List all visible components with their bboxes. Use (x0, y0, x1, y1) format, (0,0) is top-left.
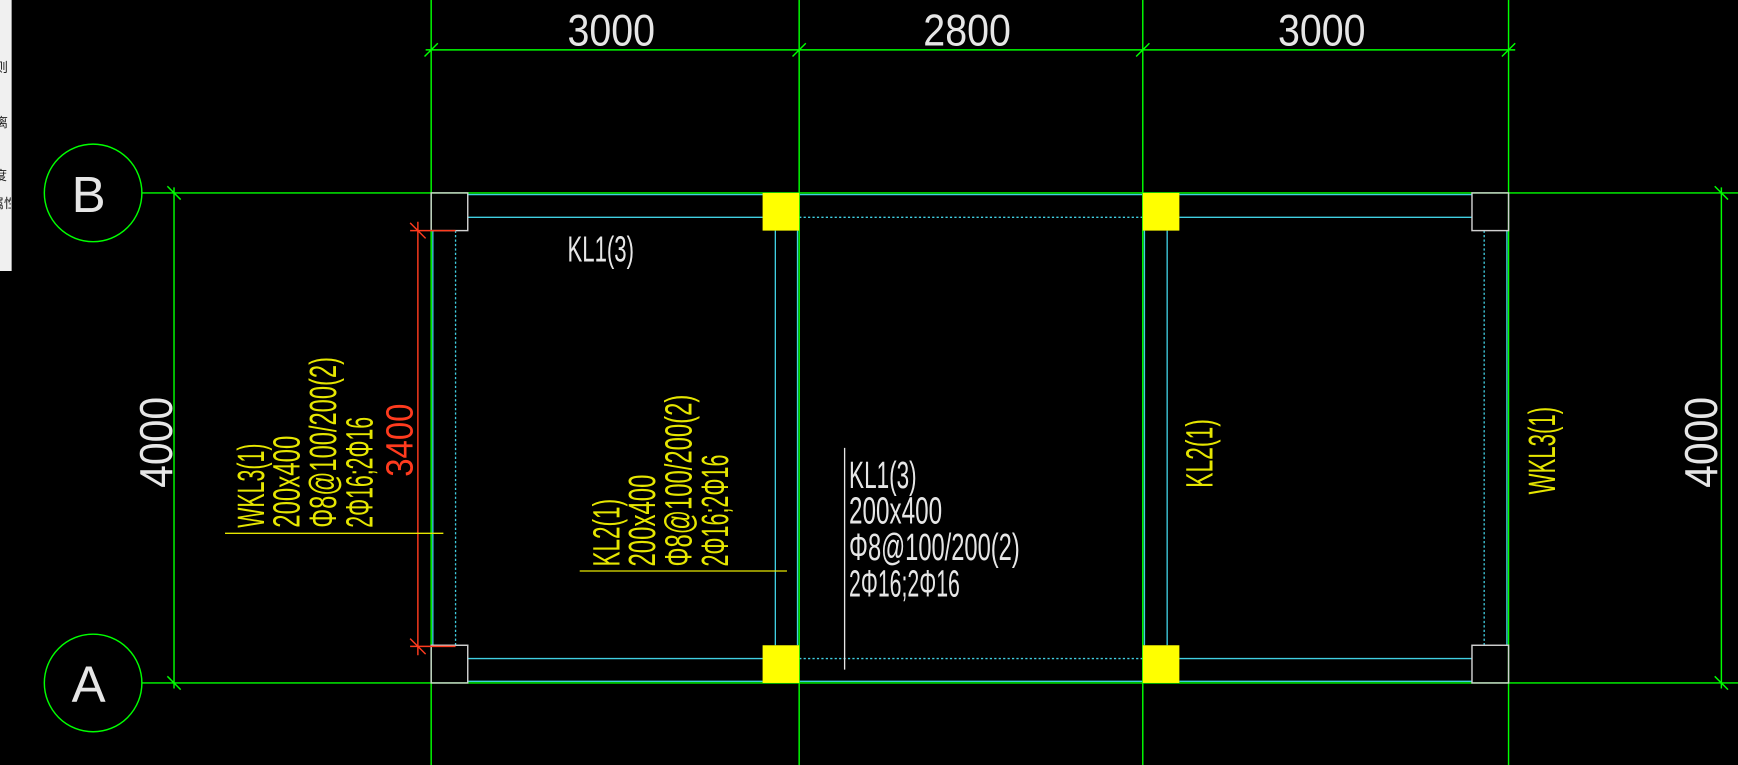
dimension-text-right: 4000 (1675, 397, 1727, 488)
axis-bubble-b (43, 143, 143, 243)
dimension-tick (424, 42, 439, 58)
dimension-tick (792, 42, 807, 58)
dimension-text-left: 4000 (130, 397, 182, 488)
panel-label: 度 (0, 170, 7, 184)
annotation-bars: 2Φ16;2Φ16 (694, 455, 736, 567)
beam-wkl3-left[interactable] (432, 230, 457, 646)
annotation-bars: 2Φ16;2Φ16 (849, 562, 960, 604)
annotation-section: 200x400 (621, 475, 663, 567)
axis-label-a: A (72, 656, 106, 713)
annotation-kl1: KL1(3) 200x400 Φ8@100/200(2) 2Φ16;2Φ16 (849, 454, 1020, 605)
beam-kl1-axis-b[interactable] (467, 193, 1472, 218)
panel-label: 则 (0, 62, 8, 76)
annotation-stirrups: Φ8@100/200(2) (302, 357, 344, 528)
panel-label: 属性 (0, 198, 11, 212)
beam-label-kl2-right: KL2(1) (1179, 419, 1221, 488)
dimension-tick (1714, 185, 1729, 201)
columns[interactable] (430, 192, 1510, 684)
dimension-tick (166, 185, 182, 201)
column-highlighted[interactable] (1142, 192, 1180, 231)
column-highlighted[interactable] (762, 192, 800, 231)
beam-kl2-left[interactable] (774, 230, 799, 646)
annotation-stirrups: Φ8@100/200(2) (849, 526, 1020, 568)
beam-label-wkl3-right: WKL3(1) (1521, 407, 1563, 495)
dimension-tick (166, 675, 182, 691)
annotation-name: WKL3(1) (230, 443, 272, 527)
annotation-section: 200x400 (849, 489, 942, 531)
annotation-bars: 2Φ16;2Φ16 (338, 417, 380, 528)
dimension-tick (409, 222, 427, 239)
dimension-tick (1501, 42, 1516, 58)
beam-kl1-axis-a[interactable] (467, 657, 1472, 682)
beam-kl2-right[interactable] (1143, 230, 1168, 646)
annotation-name: KL1(3) (849, 454, 917, 496)
panel-label: 离 (0, 117, 8, 131)
column-corner[interactable] (1471, 192, 1510, 232)
dimension-tick (409, 638, 427, 655)
column-corner[interactable] (430, 192, 469, 232)
beam-label-kl1-top: KL1(3) (568, 229, 635, 270)
column-corner[interactable] (1471, 644, 1510, 684)
column-highlighted[interactable] (1142, 645, 1180, 683)
annotation-name: KL2(1) (586, 499, 628, 567)
property-panel[interactable]: 则 离 度 属性 (0, 0, 12, 271)
dimension-right (1714, 185, 1729, 691)
annotation-stirrups: Φ8@100/200(2) (658, 395, 700, 567)
annotation-kl2-left: KL2(1) 200x400 Φ8@100/200(2) 2Φ16;2Φ16 (586, 395, 737, 567)
dimension-tick (1135, 42, 1150, 58)
dimension-text-top-2: 2800 (923, 6, 1011, 55)
dimension-text-top-3: 3000 (1278, 6, 1366, 55)
dimension-tick (1714, 675, 1729, 691)
dimension-left (166, 185, 182, 691)
axis-bubble-a (43, 633, 143, 733)
column-highlighted[interactable] (762, 645, 800, 683)
column-corner[interactable] (430, 644, 469, 684)
annotation-section: 200x400 (265, 436, 307, 528)
axis-label-b: B (72, 166, 106, 223)
dimension-text-top-1: 3000 (568, 6, 656, 55)
annotation-wkl3-left: WKL3(1) 200x400 Φ8@100/200(2) 2Φ16;2Φ16 (230, 357, 381, 528)
dimension-text-clear-span: 3400 (378, 404, 420, 477)
dimension-clear-span: 3400 (378, 221, 456, 656)
dimension-top (424, 42, 1516, 58)
beam-wkl3-right[interactable] (1483, 230, 1508, 646)
